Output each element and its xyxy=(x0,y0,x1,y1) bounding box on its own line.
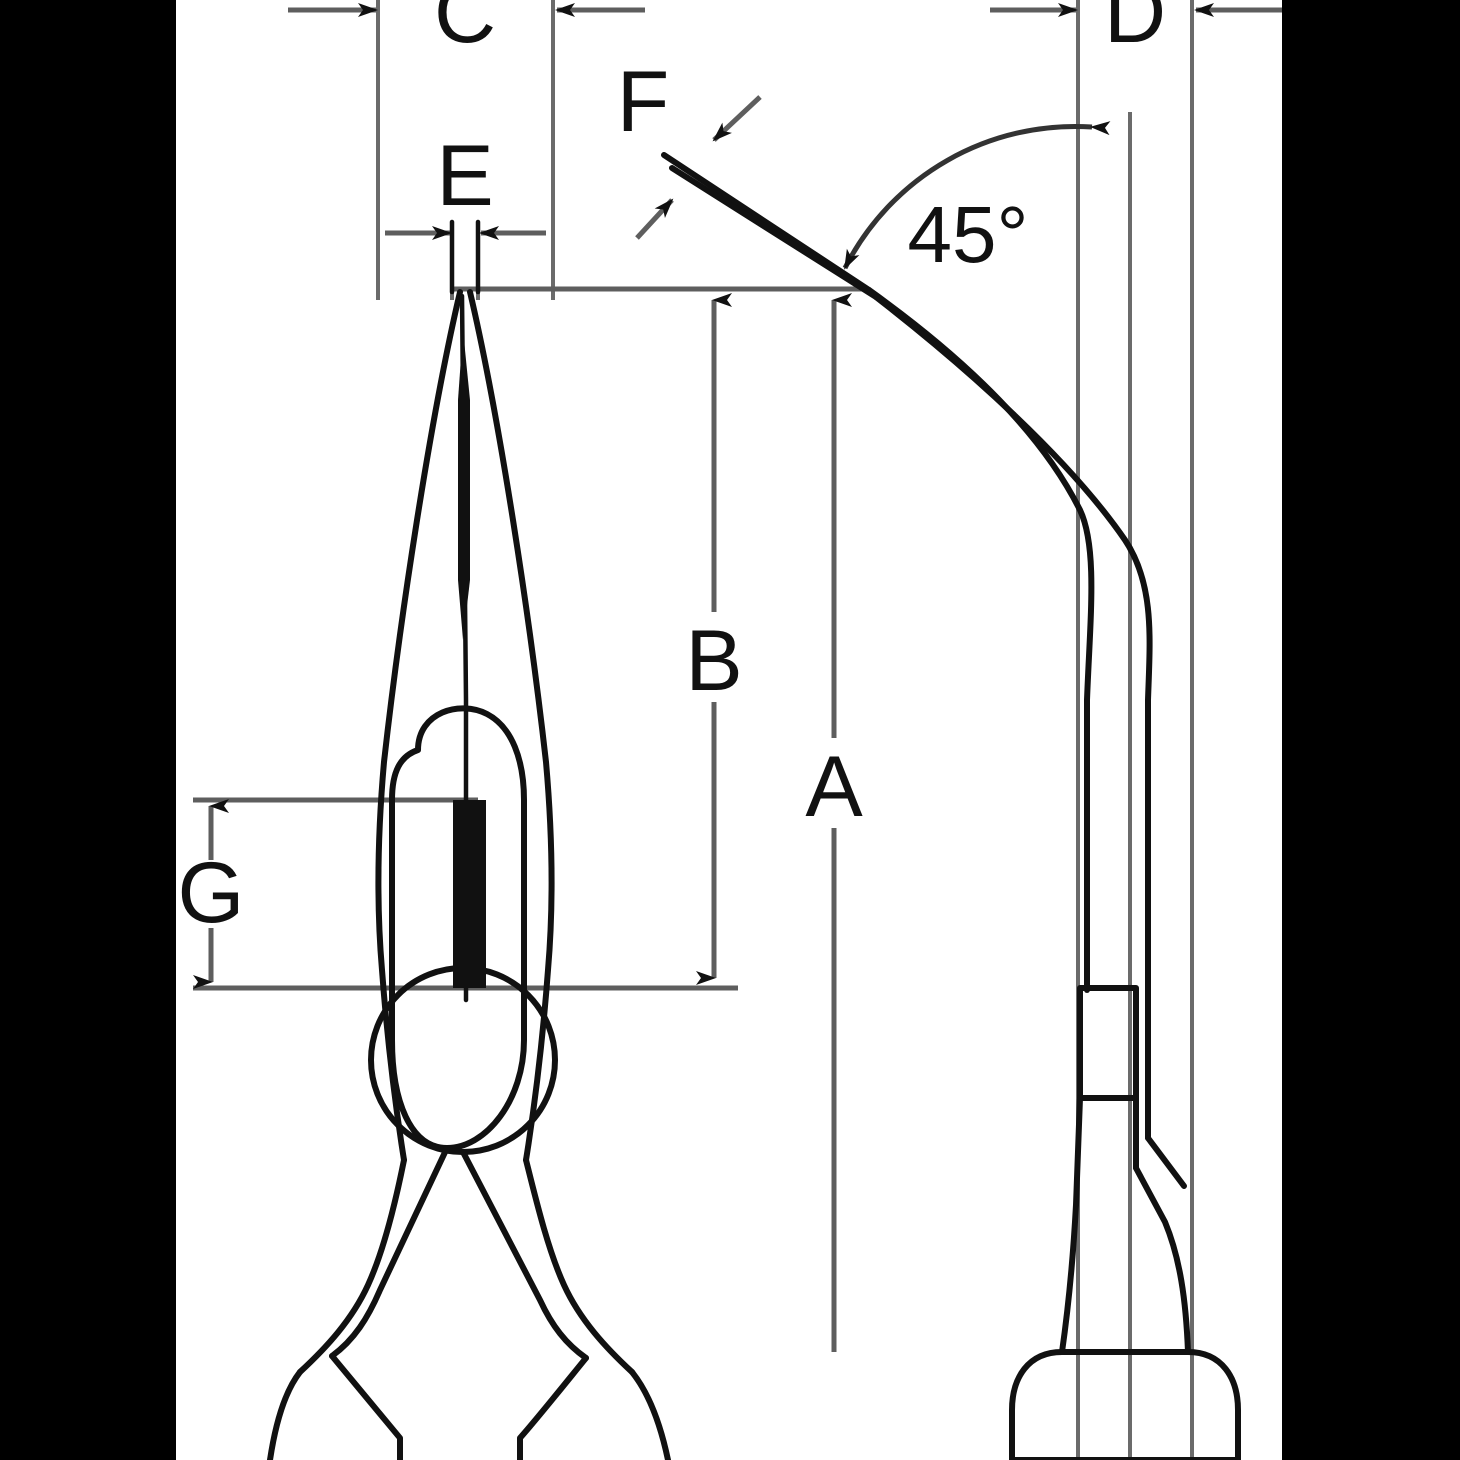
handle-cross-left xyxy=(329,1145,450,1359)
handle-left-upper xyxy=(297,1157,407,1375)
handle-leg-far-right xyxy=(629,1369,671,1460)
angle-annotation-45: 45° xyxy=(842,121,1111,279)
side-nose-contour-left xyxy=(866,287,1095,763)
dimension-a: A xyxy=(805,293,863,1352)
dimension-f: F xyxy=(617,54,762,240)
side-nose-edge-upper-inner xyxy=(669,165,879,300)
side-view-pliers xyxy=(661,152,1241,1460)
side-handle-taper-left xyxy=(1059,1095,1083,1355)
angle-label-45: 45° xyxy=(908,190,1029,279)
handle-cross-right xyxy=(460,1149,589,1361)
angle-arc-45 xyxy=(842,121,1111,270)
dimension-e: E xyxy=(385,128,546,240)
cutting-edge-blade xyxy=(453,800,486,988)
handle-right-upper xyxy=(523,1157,635,1375)
dim-label-f: F xyxy=(617,54,670,150)
side-handle-shoulder xyxy=(1145,1135,1187,1189)
dim-label-a: A xyxy=(805,739,863,835)
dim-f-arrow-upper xyxy=(712,95,762,142)
front-view-pliers xyxy=(267,219,671,1460)
dim-f-arrow-lower xyxy=(635,198,674,240)
nose-blade-spine xyxy=(458,330,470,640)
dim-label-e: E xyxy=(436,128,493,224)
handle-leg-far-left xyxy=(267,1369,303,1460)
dim-label-b: B xyxy=(685,613,742,709)
side-rivet-block xyxy=(1077,985,1139,1101)
side-handle-taper-right xyxy=(1133,1165,1191,1355)
side-nose-contour-right xyxy=(873,294,1153,751)
dimension-d: D xyxy=(990,0,1282,61)
pivot-circle xyxy=(368,965,558,1155)
handle-leg-mid-left xyxy=(329,1353,403,1460)
dim-label-g: G xyxy=(178,845,245,941)
dim-label-d: D xyxy=(1104,0,1166,61)
extension-lines xyxy=(193,0,1194,1460)
dimension-b: B xyxy=(685,293,743,985)
joint-oval-outline xyxy=(389,705,527,1151)
jaw-right-outer xyxy=(467,289,555,1163)
side-handle-grip xyxy=(1009,1349,1241,1460)
dimension-c: C xyxy=(288,0,645,61)
handle-leg-mid-right xyxy=(517,1355,589,1460)
dim-label-c: C xyxy=(434,0,496,61)
dimension-g: G xyxy=(178,799,245,989)
